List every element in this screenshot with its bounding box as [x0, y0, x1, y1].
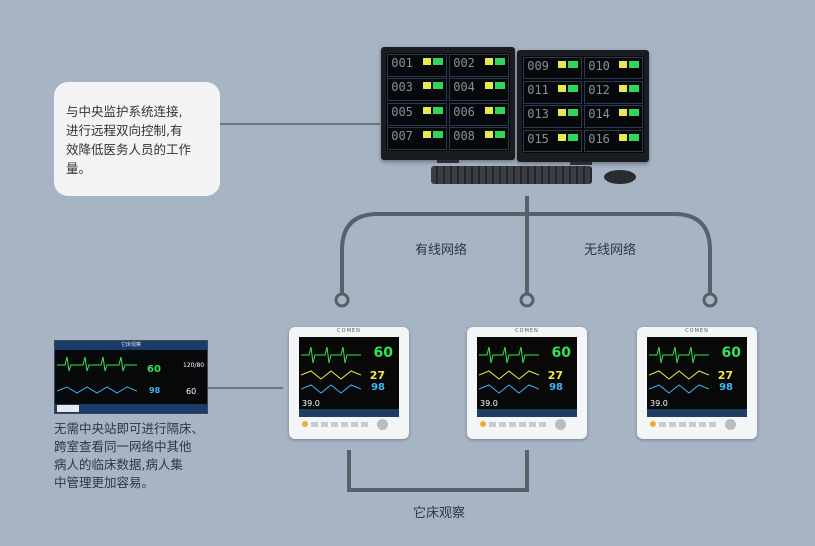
- waveform-graphic: [479, 346, 539, 394]
- bed-label: 015: [527, 131, 549, 146]
- waveform-graphic: [57, 356, 137, 394]
- monitor-buttons: [489, 422, 549, 427]
- central-monitor-left: 001 002 003 004 005 006 007 008: [381, 47, 515, 160]
- temp-value: 39.0: [480, 399, 498, 408]
- keyboard-image: [431, 166, 592, 184]
- other-bed-view-label: 它床观察: [413, 506, 466, 521]
- monitor-status-bar: [299, 409, 399, 417]
- other-bed-description: 无需中央站即可进行隔床、 跨室查看同一网络中其他 病人的临床数据,病人集 中管理…: [54, 420, 234, 492]
- callout-line-4: 量。: [66, 161, 92, 176]
- monitor-stand: [570, 162, 592, 165]
- bed-label: 001: [391, 55, 413, 70]
- monitor-buttons: [659, 422, 719, 427]
- spo2-value: 98: [371, 382, 385, 393]
- description-line-2: 跨室查看同一网络中其他: [54, 439, 192, 454]
- spo2-value: 98: [549, 382, 563, 393]
- hr-value: 60: [721, 345, 741, 361]
- callout-line-2: 进行远程双向控制,有: [66, 123, 183, 138]
- bed-label: 011: [527, 83, 549, 98]
- monitor-status-bar: [477, 409, 577, 417]
- description-line-4: 中管理更加容易。: [54, 475, 155, 490]
- bed-label: 008: [453, 129, 475, 144]
- resp-value: 27: [717, 369, 733, 382]
- bed-label: 004: [453, 80, 475, 95]
- central-monitoring-callout: 与中央监护系统连接, 进行远程双向控制,有 效降低医务人员的工作 量。: [54, 82, 220, 196]
- bed-label: 007: [391, 129, 413, 144]
- monitor-knob: [377, 419, 388, 430]
- other-bed-view-screenshot: 它床观察 60 98 120/80 60: [54, 340, 208, 414]
- bedside-monitor-1: COMEN 60 27 98 39.0: [289, 327, 409, 439]
- central-monitor-right: 009 010 011 012 013 014 015 016: [517, 50, 649, 162]
- monitor-stand: [437, 160, 459, 163]
- power-led-icon: [302, 421, 308, 427]
- description-line-3: 病人的临床数据,病人集: [54, 457, 183, 472]
- callout-line-3: 效降低医务人员的工作: [66, 142, 192, 157]
- central-monitor-left-screen: 001 002 003 004 005 006 007 008: [386, 53, 510, 151]
- bed-label: 013: [527, 107, 549, 122]
- mouse-image: [604, 170, 636, 184]
- monitor-knob: [555, 419, 566, 430]
- resp-value: 27: [547, 369, 563, 382]
- waveform-graphic: [649, 346, 709, 394]
- description-line-1: 无需中央站即可进行隔床、: [54, 421, 205, 436]
- bedside-monitor-screen: 60 27 98 39.0: [477, 337, 577, 417]
- monitor-brand-label: COMEN: [337, 328, 361, 334]
- monitor-knob: [725, 419, 736, 430]
- power-led-icon: [650, 421, 656, 427]
- other-bed-footer-bar: [55, 404, 207, 413]
- wireless-network-label: 无线网络: [584, 243, 637, 258]
- other-bed-hr-value: 60: [147, 364, 161, 375]
- resp-value: 27: [369, 369, 385, 382]
- bed-label: 005: [391, 104, 413, 119]
- central-monitor-right-screen: 009 010 011 012 013 014 015 016: [522, 56, 644, 153]
- bed-label: 010: [588, 58, 610, 73]
- waveform-graphic: [301, 346, 361, 394]
- bed-label: 006: [453, 104, 475, 119]
- bedside-monitor-screen: 60 27 98 39.0: [299, 337, 399, 417]
- other-bed-pr-value: 60: [186, 387, 197, 396]
- bedside-monitor-2: COMEN 60 27 98 39.0: [467, 327, 587, 439]
- bed-label: 002: [453, 55, 475, 70]
- monitor-status-bar: [647, 409, 747, 417]
- temp-value: 39.0: [650, 399, 668, 408]
- other-bed-view-title: 它床观察: [55, 341, 207, 350]
- other-bed-nibp-value: 120/80: [183, 362, 205, 369]
- monitor-brand-label: COMEN: [515, 328, 539, 334]
- monitor-buttons: [311, 422, 371, 427]
- spo2-value: 98: [719, 382, 733, 393]
- hr-value: 60: [373, 345, 393, 361]
- power-led-icon: [480, 421, 486, 427]
- bed-label: 016: [588, 131, 610, 146]
- callout-line-1: 与中央监护系统连接,: [66, 104, 183, 119]
- monitor-brand-label: COMEN: [685, 328, 709, 334]
- bed-label: 003: [391, 80, 413, 95]
- bedside-monitor-3: COMEN 60 27 98 39.0: [637, 327, 757, 439]
- bed-label: 012: [588, 83, 610, 98]
- temp-value: 39.0: [302, 399, 320, 408]
- wired-network-label: 有线网络: [415, 243, 468, 258]
- other-bed-spo2-value: 98: [149, 386, 161, 395]
- bed-label: 009: [527, 58, 549, 73]
- other-bed-footer-button: [57, 405, 79, 412]
- bedside-monitor-screen: 60 27 98 39.0: [647, 337, 747, 417]
- hr-value: 60: [551, 345, 571, 361]
- bed-label: 014: [588, 107, 610, 122]
